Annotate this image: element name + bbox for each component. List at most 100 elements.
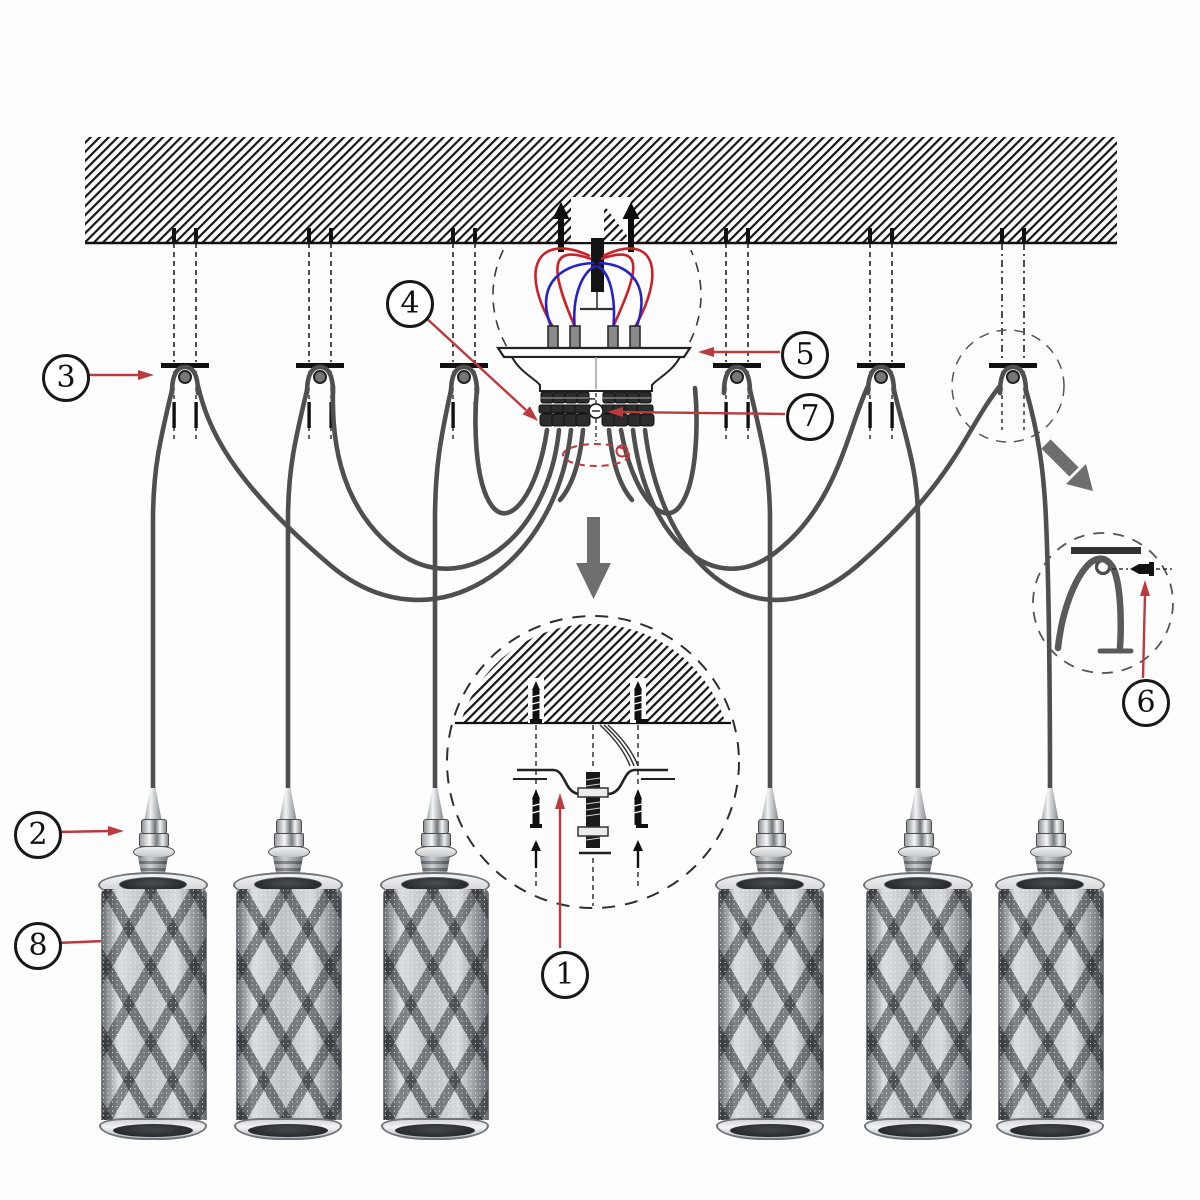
red-wire [600, 253, 635, 328]
cable-over-hook [721, 364, 753, 396]
swag-cables [150, 364, 1053, 796]
hook-fixing-detail [1032, 532, 1174, 674]
red-wire [556, 253, 592, 328]
pendant-drop-cable [150, 387, 175, 796]
ceiling-hatch [85, 137, 1117, 245]
ceiling-hook-6 [951, 228, 1065, 443]
lamp-holder-body [274, 833, 304, 847]
swag-cable [618, 385, 699, 516]
callout-7-center-screw: 7 [786, 393, 834, 441]
cage-bottom-opening [113, 1124, 193, 1137]
cord-grip-cone [426, 788, 444, 822]
callout-arrow-2 [56, 829, 111, 834]
callout-4-cord-grip: 4 [386, 280, 434, 328]
lamp-holder-top [276, 819, 302, 834]
red-wire [534, 247, 591, 328]
cage-bottom-opening [730, 1124, 810, 1137]
cord-grip-cone [144, 788, 162, 822]
canopy-assembly [495, 202, 693, 467]
mounting-arrows-up [552, 202, 640, 252]
callout-number: 4 [400, 286, 420, 321]
cage-shade [101, 889, 207, 1120]
lamp-holder-top [423, 819, 449, 834]
hook-detail-cable [1054, 555, 1124, 652]
callout-arrows [56, 315, 1147, 948]
canopy-plate [495, 346, 693, 359]
swag-cable [195, 383, 574, 603]
pendant-lamp-4 [713, 780, 827, 1142]
callout-number: 3 [56, 360, 76, 395]
pendant-lamp-3 [378, 780, 492, 1142]
swag-cable [642, 383, 1003, 603]
ceiling-plug-hatch [604, 205, 631, 241]
cable-stubs [547, 325, 641, 350]
cord-grips [538, 391, 655, 427]
lamp-holder-body [139, 833, 169, 847]
callout-arrow-6 [1141, 593, 1147, 679]
down-arrow [576, 517, 611, 599]
callout-number: 2 [28, 817, 48, 852]
cord-grip-cone [1041, 788, 1059, 822]
cage-shade [236, 889, 342, 1120]
callout-number: 7 [800, 399, 820, 434]
callout-arrow-8 [56, 939, 105, 945]
callout-arrowheads [108, 347, 1150, 836]
hook-screw [1112, 562, 1172, 576]
lamp-holder-top [141, 819, 167, 834]
cable-over-hook [169, 364, 201, 396]
cable-over-hook [304, 364, 336, 396]
lamp-holder-collar [268, 846, 310, 858]
pendant-drop-cable [432, 387, 454, 796]
cage-bottom-opening [248, 1124, 328, 1137]
cage-shade [383, 889, 489, 1120]
callout-number: 6 [1136, 685, 1156, 720]
pendant-drop-cable [1023, 387, 1053, 796]
lamp-holder-top [758, 819, 784, 834]
rotation-indicator [562, 443, 630, 467]
callout-number: 1 [555, 957, 575, 992]
threaded-nipple [577, 772, 611, 855]
pendant-lamp-5 [861, 780, 975, 1142]
cage-bottom-opening [395, 1124, 475, 1137]
pendant-drop-cable [891, 387, 921, 796]
pendant-drop-cable [285, 387, 310, 796]
ceiling-screws [528, 678, 648, 723]
cable-over-hook [865, 364, 897, 396]
lamp-holder-collar [133, 846, 175, 858]
callout-arrow-4 [423, 315, 527, 411]
bracket-screws [530, 789, 648, 868]
detail-pointer-arrow [1041, 439, 1093, 491]
lamp-holder-collar [750, 846, 792, 858]
lamp-holder-collar [1030, 846, 1072, 858]
swag-cable [630, 383, 871, 571]
blue-wire [598, 261, 643, 332]
cord-grip-cone [279, 788, 297, 822]
blue-wire [572, 264, 597, 332]
lamp-holder-body [756, 833, 786, 847]
cord-grip-cone [761, 788, 779, 822]
red-wire [602, 247, 654, 328]
lamp-holder-top [906, 819, 932, 834]
swag-cable [330, 383, 562, 571]
swag-cable [557, 427, 586, 503]
cable-over-hook [448, 364, 480, 396]
lamp-holder-body [1036, 833, 1066, 847]
pendant-lamp-1 [96, 780, 210, 1142]
callout-arrow-7 [620, 410, 786, 416]
callout-8-cage-shade: 8 [14, 922, 62, 970]
cage-shade [866, 889, 972, 1120]
callout-number: 5 [795, 337, 815, 372]
mains-wires [599, 724, 639, 767]
callout-6-hook-screw: 6 [1122, 679, 1170, 727]
lamp-holder-collar [415, 846, 457, 858]
hook-plate [1071, 547, 1141, 554]
swag-cable [606, 427, 635, 503]
callout-number: 8 [28, 928, 48, 963]
terminal-wires [534, 247, 654, 332]
callout-2-lamp-holder: 2 [14, 811, 62, 859]
pendant-lamp-2 [231, 780, 345, 1142]
cable-over-hook [997, 364, 1029, 396]
lamp-holder-body [904, 833, 934, 847]
